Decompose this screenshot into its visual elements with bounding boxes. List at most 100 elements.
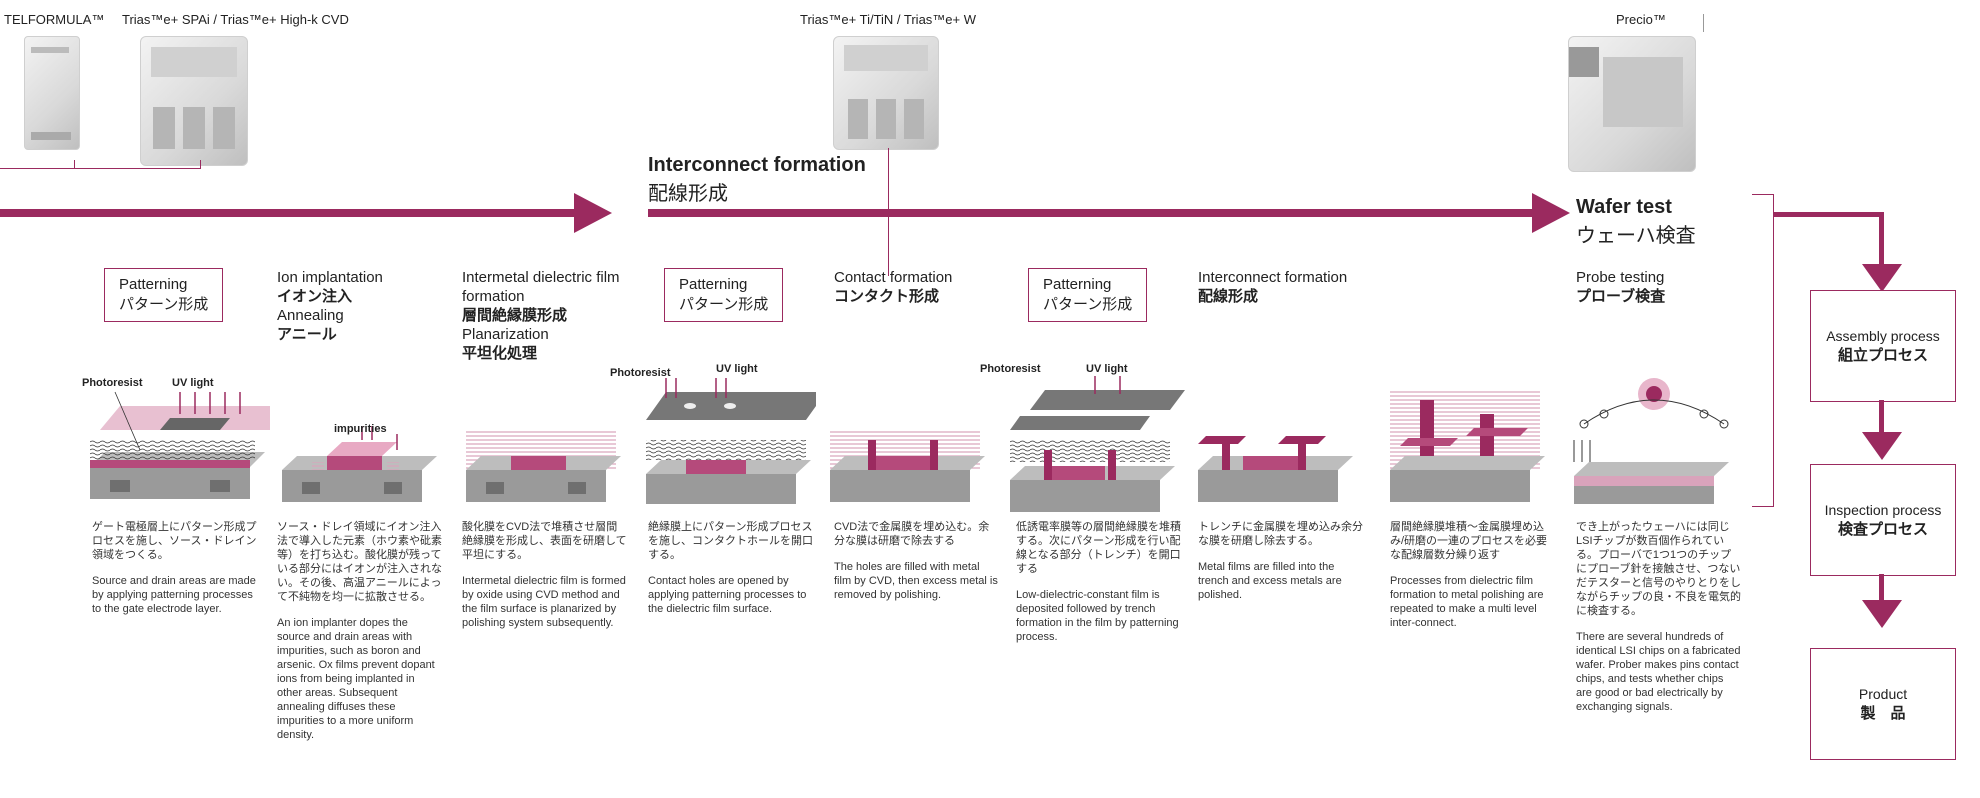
step-label-en: Patterning xyxy=(1043,276,1112,293)
step-5-header: Contact formation コンタクト形成 xyxy=(834,268,952,306)
desc-en: Metal films are filled into the trench a… xyxy=(1198,561,1342,601)
uv-light-label: UV light xyxy=(172,377,214,389)
patterning-contact-diagram: Photoresist UV light xyxy=(610,363,816,504)
photoresist-label: Photoresist xyxy=(980,363,1041,375)
step-label-en: Patterning xyxy=(679,276,748,293)
impurities-label: impurities xyxy=(334,423,387,435)
desc-en: An ion implanter dopes the source and dr… xyxy=(277,617,435,741)
step-9-header: Probe testing プローブ検査 xyxy=(1576,268,1665,306)
connector-line xyxy=(0,168,200,169)
trias-titin-machine-image xyxy=(833,36,939,150)
step-label-en: Intermetal dielectric film formation xyxy=(462,269,620,305)
flow-arrow-down xyxy=(1862,264,1902,292)
product-label-jp: 製 品 xyxy=(1860,705,1906,722)
process-arrow-bar xyxy=(648,209,1534,217)
bracket-line xyxy=(1752,506,1774,507)
flow-line xyxy=(1773,212,1883,217)
trias-spa-machine-image xyxy=(140,36,248,166)
interconnect-formation-diagram xyxy=(1198,436,1353,502)
step-7-header: Interconnect formation 配線形成 xyxy=(1198,268,1347,306)
intermetal-dielectric-diagram xyxy=(466,430,621,502)
step-8-description: 層間絶縁膜堆積〜金属膜埋め込み/研磨の一連のプロセスを必要な配線層数分繰り返す … xyxy=(1390,520,1555,642)
desc-jp: 層間絶縁膜堆積〜金属膜埋め込み/研磨の一連のプロセスを必要な配線層数分繰り返す xyxy=(1390,521,1548,561)
process-arrow-head xyxy=(574,193,612,233)
uv-light-label: UV light xyxy=(716,363,758,375)
step-6-patterning-box: Patterning パターン形成 xyxy=(1028,268,1148,322)
step-label-en: Probe testing xyxy=(1576,269,1665,286)
step-label-jp-2: 平坦化処理 xyxy=(462,345,538,362)
section-wafer-test: Wafer test ウェーハ検査 xyxy=(1576,196,1696,248)
product-label-en: Product xyxy=(1858,686,1908,702)
contact-formation-diagram xyxy=(830,430,985,502)
step-label-jp: パターン形成 xyxy=(1043,296,1133,313)
assembly-label-en: Assembly process xyxy=(1826,328,1940,344)
process-arrow-bar xyxy=(0,209,576,217)
step-label-jp: パターン形成 xyxy=(679,296,769,313)
step-label-en: Contact formation xyxy=(834,269,953,286)
section-title-en: Interconnect formation xyxy=(648,154,866,176)
desc-en: Source and drain areas are made by apply… xyxy=(92,575,256,615)
product-label-trias-titin: Trias™e+ Ti/TiN / Trias™e+ W xyxy=(800,12,977,27)
ion-implant-diagram: impurities xyxy=(282,423,437,502)
step-label-jp: コンタクト形成 xyxy=(834,288,940,305)
step-6-description: 低誘電率膜等の層間絶縁膜を堆積する。次にパターン形成を行い配線となる部分（トレン… xyxy=(1016,520,1181,656)
step-label-jp: 配線形成 xyxy=(1198,288,1259,305)
section-title-en: Wafer test xyxy=(1576,196,1672,218)
bracket-line xyxy=(1752,194,1774,195)
desc-jp: 低誘電率膜等の層間絶縁膜を堆積する。次にパターン形成を行い配線となる部分（トレン… xyxy=(1016,521,1181,575)
step-1-description: ゲート電極層上にパターン形成プロセスを施し、ソース・ドレイン領域をつくる。 So… xyxy=(92,520,257,628)
photoresist-label: Photoresist xyxy=(610,367,671,379)
step-label-en: Ion implantation xyxy=(277,269,383,286)
step-3-description: 酸化膜をCVD法で堆積させ層間絶縁膜を形成し、表面を研磨して平坦にする。 Int… xyxy=(462,520,627,642)
step-label-en-2: Planarization xyxy=(462,326,549,343)
desc-en: Low-dielectric-constant film is deposite… xyxy=(1016,589,1179,643)
step-label-en-2: Annealing xyxy=(277,307,344,324)
desc-jp: でき上がったウェーハには同じLSIチップが数百個作られている。プローバで1つ1つ… xyxy=(1576,521,1741,617)
step-label-jp: パターン形成 xyxy=(119,296,209,313)
flow-arrow-down xyxy=(1862,432,1902,460)
step-label-jp-2: アニール xyxy=(277,326,337,343)
step-label-jp: プローブ検査 xyxy=(1576,288,1666,305)
inspection-label-en: Inspection process xyxy=(1824,502,1942,518)
photoresist-label: Photoresist xyxy=(82,377,143,389)
step-5-description: CVD法で金属膜を埋め込む。余分な膜は研磨で除去する The holes are… xyxy=(834,520,999,614)
divider xyxy=(1703,14,1704,32)
flow-line xyxy=(1879,574,1884,604)
step-7-description: トレンチに金属膜を埋め込み余分な膜を研磨し除去する。 Metal films a… xyxy=(1198,520,1363,614)
desc-jp: トレンチに金属膜を埋め込み余分な膜を研磨し除去する。 xyxy=(1198,521,1363,547)
multilevel-interconnect-diagram xyxy=(1390,390,1545,502)
step-label-jp: イオン注入 xyxy=(277,288,353,305)
desc-jp: CVD法で金属膜を埋め込む。余分な膜は研磨で除去する xyxy=(834,521,990,547)
patterning-gate-diagram: Photoresist UV light xyxy=(82,377,270,499)
product-label-precio: Precio™ xyxy=(1616,12,1666,27)
flow-line xyxy=(1879,212,1884,270)
step-9-description: でき上がったウェーハには同じLSIチップが数百個作られている。プローバで1つ1つ… xyxy=(1576,520,1741,726)
probe-testing-diagram xyxy=(1573,378,1729,504)
process-arrow-head xyxy=(1532,193,1570,233)
step-4-patterning-box: Patterning パターン形成 xyxy=(664,268,784,322)
step-label-en: Patterning xyxy=(119,276,188,293)
connector-line xyxy=(200,160,201,169)
step-3-header: Intermetal dielectric film formation 層間絶… xyxy=(462,268,622,363)
desc-en: There are several hundreds of identical … xyxy=(1576,631,1741,713)
step-1-patterning-box: Patterning パターン形成 xyxy=(104,268,224,322)
assembly-process-box: Assembly process 組立プロセス xyxy=(1810,290,1956,402)
flow-arrow-down xyxy=(1862,600,1902,628)
section-title-jp: ウェーハ検査 xyxy=(1576,225,1696,247)
assembly-label-jp: 組立プロセス xyxy=(1837,347,1928,364)
inspection-process-box: Inspection process 検査プロセス xyxy=(1810,464,1956,576)
desc-en: Contact holes are opened by applying pat… xyxy=(648,575,807,615)
product-label-trias-spa: Trias™e+ SPAi / Trias™e+ High-k CVD xyxy=(122,12,349,27)
desc-en: Intermetal dielectric film is formed by … xyxy=(462,575,626,629)
desc-jp: 絶縁膜上にパターン形成プロセスを施し、コンタクトホールを開口する。 xyxy=(648,521,813,561)
step-2-header: Ion implantation イオン注入 Annealing アニール xyxy=(277,268,383,344)
step-label-jp: 層間絶縁膜形成 xyxy=(462,307,568,324)
section-interconnect: Interconnect formation 配線形成 xyxy=(648,154,866,206)
connector-line xyxy=(74,160,75,169)
desc-en: Processes from dielectric film formation… xyxy=(1390,575,1544,629)
uv-light-label: UV light xyxy=(1086,363,1128,375)
desc-jp: ソース・ドレイ領域にイオン注入法で導入した元素（ホウ素や砒素等）を打ち込む。酸化… xyxy=(277,521,442,603)
product-box: Product 製 品 xyxy=(1810,648,1956,760)
step-4-description: 絶縁膜上にパターン形成プロセスを施し、コンタクトホールを開口する。 Contac… xyxy=(648,520,813,628)
patterning-trench-diagram: Photoresist UV light xyxy=(980,363,1185,512)
